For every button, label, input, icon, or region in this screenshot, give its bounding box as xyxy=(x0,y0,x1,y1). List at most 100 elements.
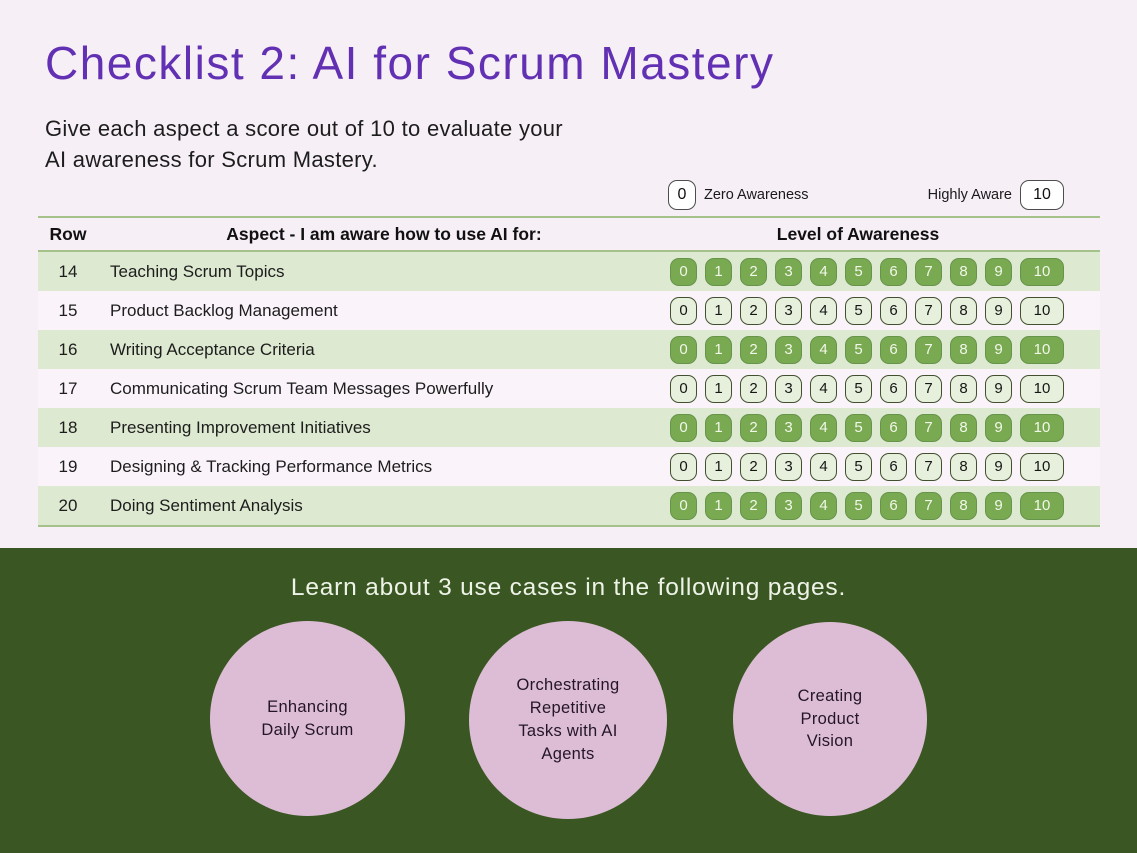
score-button-7[interactable]: 7 xyxy=(915,335,942,364)
score-button-8[interactable]: 8 xyxy=(950,335,977,364)
score-button-1[interactable]: 1 xyxy=(705,452,732,481)
score-button-0[interactable]: 0 xyxy=(670,374,697,403)
score-button-5[interactable]: 5 xyxy=(845,491,872,520)
score-button-7[interactable]: 7 xyxy=(915,413,942,442)
score-button-0[interactable]: 0 xyxy=(670,452,697,481)
score-button-10[interactable]: 10 xyxy=(1020,374,1064,403)
score-button-3[interactable]: 3 xyxy=(775,257,802,286)
score-button-0[interactable]: 0 xyxy=(670,413,697,442)
score-button-0[interactable]: 0 xyxy=(670,257,697,286)
score-button-6[interactable]: 6 xyxy=(880,257,907,286)
aspect-label: Designing & Tracking Performance Metrics xyxy=(110,456,433,476)
score-button-0[interactable]: 0 xyxy=(670,296,697,325)
legend-max-label: Highly Aware xyxy=(927,186,1012,203)
score-button-8[interactable]: 8 xyxy=(950,491,977,520)
score-button-10[interactable]: 10 xyxy=(1020,335,1064,364)
score-button-2[interactable]: 2 xyxy=(740,257,767,286)
score-button-1[interactable]: 1 xyxy=(705,413,732,442)
score-button-9[interactable]: 9 xyxy=(985,257,1012,286)
score-button-5[interactable]: 5 xyxy=(845,374,872,403)
score-button-2[interactable]: 2 xyxy=(740,335,767,364)
score-button-9[interactable]: 9 xyxy=(985,335,1012,364)
score-button-8[interactable]: 8 xyxy=(950,452,977,481)
score-button-10[interactable]: 10 xyxy=(1020,452,1064,481)
score-button-8[interactable]: 8 xyxy=(950,413,977,442)
score-button-1[interactable]: 1 xyxy=(705,257,732,286)
score-button-4[interactable]: 4 xyxy=(810,335,837,364)
score-button-3[interactable]: 3 xyxy=(775,413,802,442)
score-button-5[interactable]: 5 xyxy=(845,296,872,325)
score-button-8[interactable]: 8 xyxy=(950,296,977,325)
score-button-5[interactable]: 5 xyxy=(845,257,872,286)
aspect-label: Doing Sentiment Analysis xyxy=(110,495,303,515)
aspect-label: Communicating Scrum Team Messages Powerf… xyxy=(110,378,494,398)
score-button-5[interactable]: 5 xyxy=(845,452,872,481)
score-button-6[interactable]: 6 xyxy=(880,491,907,520)
score-button-10[interactable]: 10 xyxy=(1020,257,1064,286)
column-header-aspect: Aspect - I am aware how to use AI for: xyxy=(226,223,542,244)
score-button-4[interactable]: 4 xyxy=(810,452,837,481)
score-button-1[interactable]: 1 xyxy=(705,296,732,325)
score-button-0[interactable]: 0 xyxy=(670,491,697,520)
score-button-1[interactable]: 1 xyxy=(705,374,732,403)
score-legend: 0 Zero Awareness Highly Aware 10 xyxy=(668,178,1064,211)
score-button-2[interactable]: 2 xyxy=(740,413,767,442)
checklist-table: Row Aspect - I am aware how to use AI fo… xyxy=(38,216,1100,527)
score-button-6[interactable]: 6 xyxy=(880,296,907,325)
score-button-8[interactable]: 8 xyxy=(950,257,977,286)
score-button-10[interactable]: 10 xyxy=(1020,413,1064,442)
score-button-0[interactable]: 0 xyxy=(670,335,697,364)
score-button-3[interactable]: 3 xyxy=(775,335,802,364)
score-button-7[interactable]: 7 xyxy=(915,257,942,286)
score-button-6[interactable]: 6 xyxy=(880,413,907,442)
score-button-4[interactable]: 4 xyxy=(810,296,837,325)
score-button-9[interactable]: 9 xyxy=(985,374,1012,403)
score-button-6[interactable]: 6 xyxy=(880,374,907,403)
score-button-3[interactable]: 3 xyxy=(775,452,802,481)
score-button-4[interactable]: 4 xyxy=(810,491,837,520)
score-button-10[interactable]: 10 xyxy=(1020,296,1064,325)
score-button-1[interactable]: 1 xyxy=(705,335,732,364)
score-button-3[interactable]: 3 xyxy=(775,374,802,403)
table-row: 1 7 Communicating Scrum Team Messages Powe… xyxy=(38,369,1100,408)
score-button-8[interactable]: 8 xyxy=(950,374,977,403)
row-number: 16 xyxy=(58,339,78,359)
score-button-10[interactable]: 10 xyxy=(1020,491,1064,520)
score-button-4[interactable]: 4 xyxy=(810,413,837,442)
score-button-7[interactable]: 7 xyxy=(915,296,942,325)
score-button-3[interactable]: 3 xyxy=(775,296,802,325)
score-button-7[interactable]: 7 xyxy=(915,452,942,481)
score-button-2[interactable]: 2 xyxy=(740,374,767,403)
row-number: 15 xyxy=(58,300,78,320)
score-button-7[interactable]: 7 xyxy=(915,374,942,403)
aspect-label: Writing Acceptance Criteria xyxy=(110,339,315,359)
aspect-label: Product Backlog Management xyxy=(110,300,338,320)
score-button-3[interactable]: 3 xyxy=(775,491,802,520)
score-button-6[interactable]: 6 xyxy=(880,452,907,481)
score-button-2[interactable]: 2 xyxy=(740,491,767,520)
score-button-9[interactable]: 9 xyxy=(985,491,1012,520)
score-button-5[interactable]: 5 xyxy=(845,413,872,442)
score-button-5[interactable]: 5 xyxy=(845,335,872,364)
score-button-9[interactable]: 9 xyxy=(985,296,1012,325)
score-button-4[interactable]: 4 xyxy=(810,374,837,403)
score-button-1[interactable]: 1 xyxy=(705,491,732,520)
score-button-7[interactable]: 7 xyxy=(915,491,942,520)
score-button-2[interactable]: 2 xyxy=(740,452,767,481)
score-button-6[interactable]: 6 xyxy=(880,335,907,364)
score-button-9[interactable]: 9 xyxy=(985,452,1012,481)
row-number: 20 xyxy=(58,495,78,515)
score-button-9[interactable]: 9 xyxy=(985,413,1012,442)
score-button-4[interactable]: 4 xyxy=(810,257,837,286)
score-button-2[interactable]: 2 xyxy=(740,296,767,325)
